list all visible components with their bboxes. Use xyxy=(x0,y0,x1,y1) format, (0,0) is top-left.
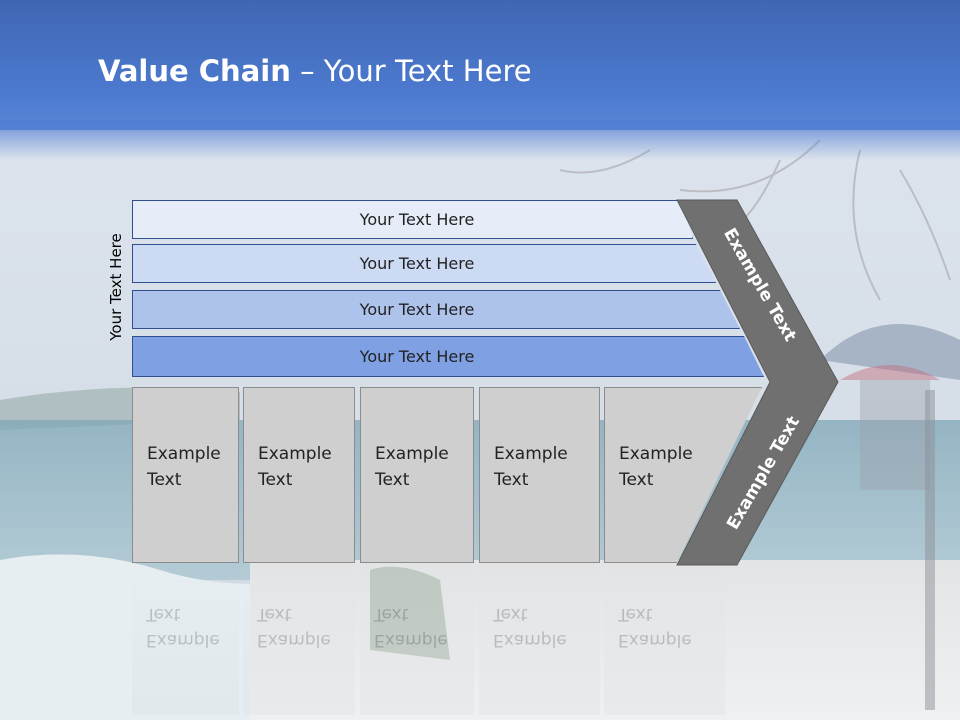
support-row-3[interactable]: Your Text Here xyxy=(132,290,740,329)
primary-column-4[interactable]: Example Text xyxy=(479,387,600,563)
primary-column-3[interactable]: Example Text xyxy=(360,387,474,563)
column-reflection-1: Example Text xyxy=(132,565,239,715)
column-reflection-5: Example Text xyxy=(604,565,725,715)
support-row-3-label: Your Text Here xyxy=(359,300,475,319)
support-row-1-label: Your Text Here xyxy=(359,210,475,229)
title-rest: – Your Text Here xyxy=(290,54,532,88)
support-row-2[interactable]: Your Text Here xyxy=(132,244,716,283)
value-chain-chevron xyxy=(676,199,839,566)
primary-column-1[interactable]: Example Text xyxy=(132,387,239,563)
column-reflection-2: Example Text xyxy=(243,565,355,715)
support-row-4[interactable]: Your Text Here xyxy=(132,336,764,377)
support-row-4-label: Your Text Here xyxy=(359,347,475,366)
primary-column-2[interactable]: Example Text xyxy=(243,387,355,563)
vertical-side-label: Your Text Here xyxy=(107,233,125,341)
primary-column-1-label: Example Text xyxy=(147,444,221,490)
support-row-2-label: Your Text Here xyxy=(359,254,475,273)
header-band xyxy=(0,0,960,130)
primary-column-4-label: Example Text xyxy=(494,444,568,490)
primary-column-3-label: Example Text xyxy=(375,444,449,490)
column-reflection-3: Example Text xyxy=(360,565,474,715)
support-row-1[interactable]: Your Text Here xyxy=(132,200,693,239)
title-bold: Value Chain xyxy=(98,54,291,88)
header-fade xyxy=(0,120,960,160)
primary-column-5-label: Example Text xyxy=(619,444,693,490)
primary-column-2-label: Example Text xyxy=(258,444,332,490)
page-title: Value Chain – Your Text Here xyxy=(98,54,532,88)
column-reflection-4: Example Text xyxy=(479,565,600,715)
